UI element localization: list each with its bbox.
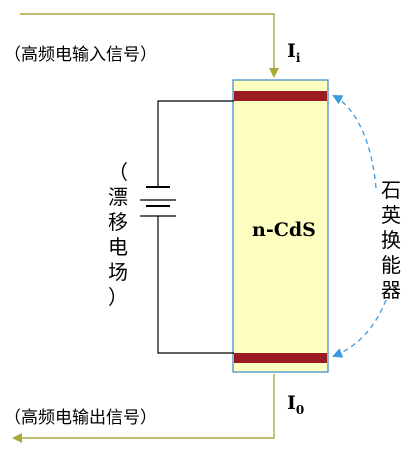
transducer-char: 能: [381, 253, 401, 277]
transducer-arrow-top: [332, 95, 377, 189]
wire-bottom: [157, 216, 234, 354]
drift-field-char: 电: [108, 235, 128, 259]
transducer-char: 石: [381, 178, 401, 202]
transducer-char: 英: [381, 203, 401, 227]
drift-field-char: 漂: [108, 185, 128, 209]
output-current-label: I0: [287, 392, 304, 417]
input-current-label: Ii: [287, 40, 300, 65]
input-current-subscript: i: [295, 51, 301, 65]
drift-field-char: ）: [108, 285, 128, 309]
drift-field-label: （ 漂 移 电 场 ）: [105, 160, 131, 310]
top-electrode: [234, 91, 327, 101]
transducer-char: 器: [381, 278, 401, 302]
quartz-transducer-label: 石 英 换 能 器: [378, 178, 404, 303]
transducer-char: 换: [381, 228, 401, 252]
wire-top: [157, 100, 234, 187]
battery-symbol: [140, 186, 176, 217]
material-label: n-CdS: [252, 219, 316, 241]
drift-field-char: （: [108, 160, 128, 184]
input-signal-label: （高频电输入信号）: [4, 45, 157, 65]
drift-field-char: 移: [108, 210, 128, 234]
input-current-symbol: I: [287, 40, 296, 62]
output-current-symbol: I: [287, 392, 296, 414]
transducer-arrow-bottom: [332, 299, 387, 358]
input-signal-line: [20, 13, 279, 78]
output-current-subscript: 0: [295, 403, 305, 417]
output-signal-line: [12, 374, 275, 443]
output-signal-label: （高频电输出信号）: [4, 408, 157, 428]
cds-crystal: [232, 79, 329, 373]
bottom-electrode: [234, 353, 327, 363]
drift-field-char: 场: [108, 260, 128, 284]
